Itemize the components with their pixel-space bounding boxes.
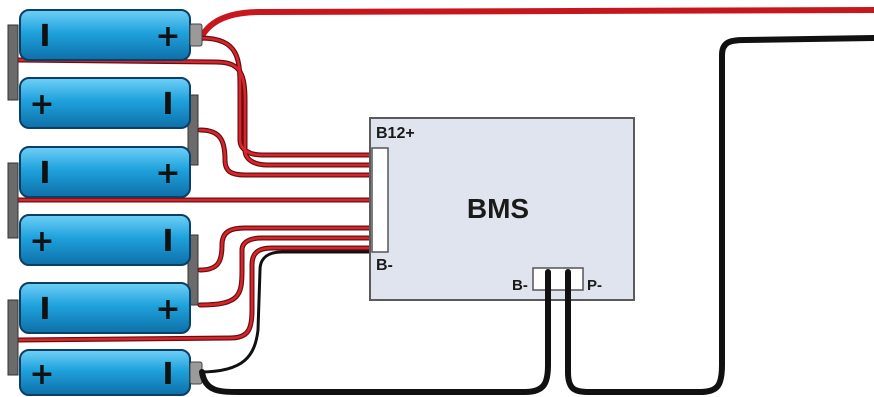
cell-6-right-terminal: I	[162, 357, 173, 392]
cell-2-left-terminal: +	[29, 87, 54, 122]
cell-6-left-terminal: +	[29, 357, 54, 392]
cell-5-right-terminal: +	[155, 292, 180, 327]
bms-board: B12+ B- BMS B- P-	[369, 117, 635, 301]
cell-2: + I	[19, 77, 191, 129]
cell-1-right-terminal: +	[155, 19, 180, 54]
cell-1-left-terminal: I	[39, 19, 50, 54]
output-pminus-label: P-	[587, 277, 602, 294]
cell-6: + I	[19, 349, 203, 396]
balance-bottom-label: B-	[376, 257, 393, 274]
cell-3-right-terminal: +	[155, 156, 180, 191]
balance-connector	[371, 147, 389, 253]
cell-4-right-terminal: I	[162, 224, 173, 259]
bms-title: BMS	[467, 193, 529, 224]
main-positive-wire	[197, 7, 874, 42]
bminus-wire	[199, 269, 551, 395]
cell-2-right-terminal: I	[162, 87, 173, 122]
cell-3: I +	[19, 146, 191, 198]
negative-wires	[199, 35, 874, 395]
cell-1: I +	[19, 9, 203, 61]
output-connector	[532, 267, 584, 291]
pminus-wire	[565, 35, 874, 395]
balance-top-label: B12+	[376, 125, 415, 142]
cell-5-left-terminal: I	[39, 292, 50, 327]
output-bminus-label: B-	[512, 277, 528, 294]
cell-4: + I	[19, 214, 191, 266]
cell-3-left-terminal: I	[39, 156, 50, 191]
cell-4-left-terminal: +	[29, 224, 54, 259]
cell-5: I +	[19, 282, 191, 334]
balance-wires	[15, 35, 375, 374]
series-links	[7, 24, 199, 376]
